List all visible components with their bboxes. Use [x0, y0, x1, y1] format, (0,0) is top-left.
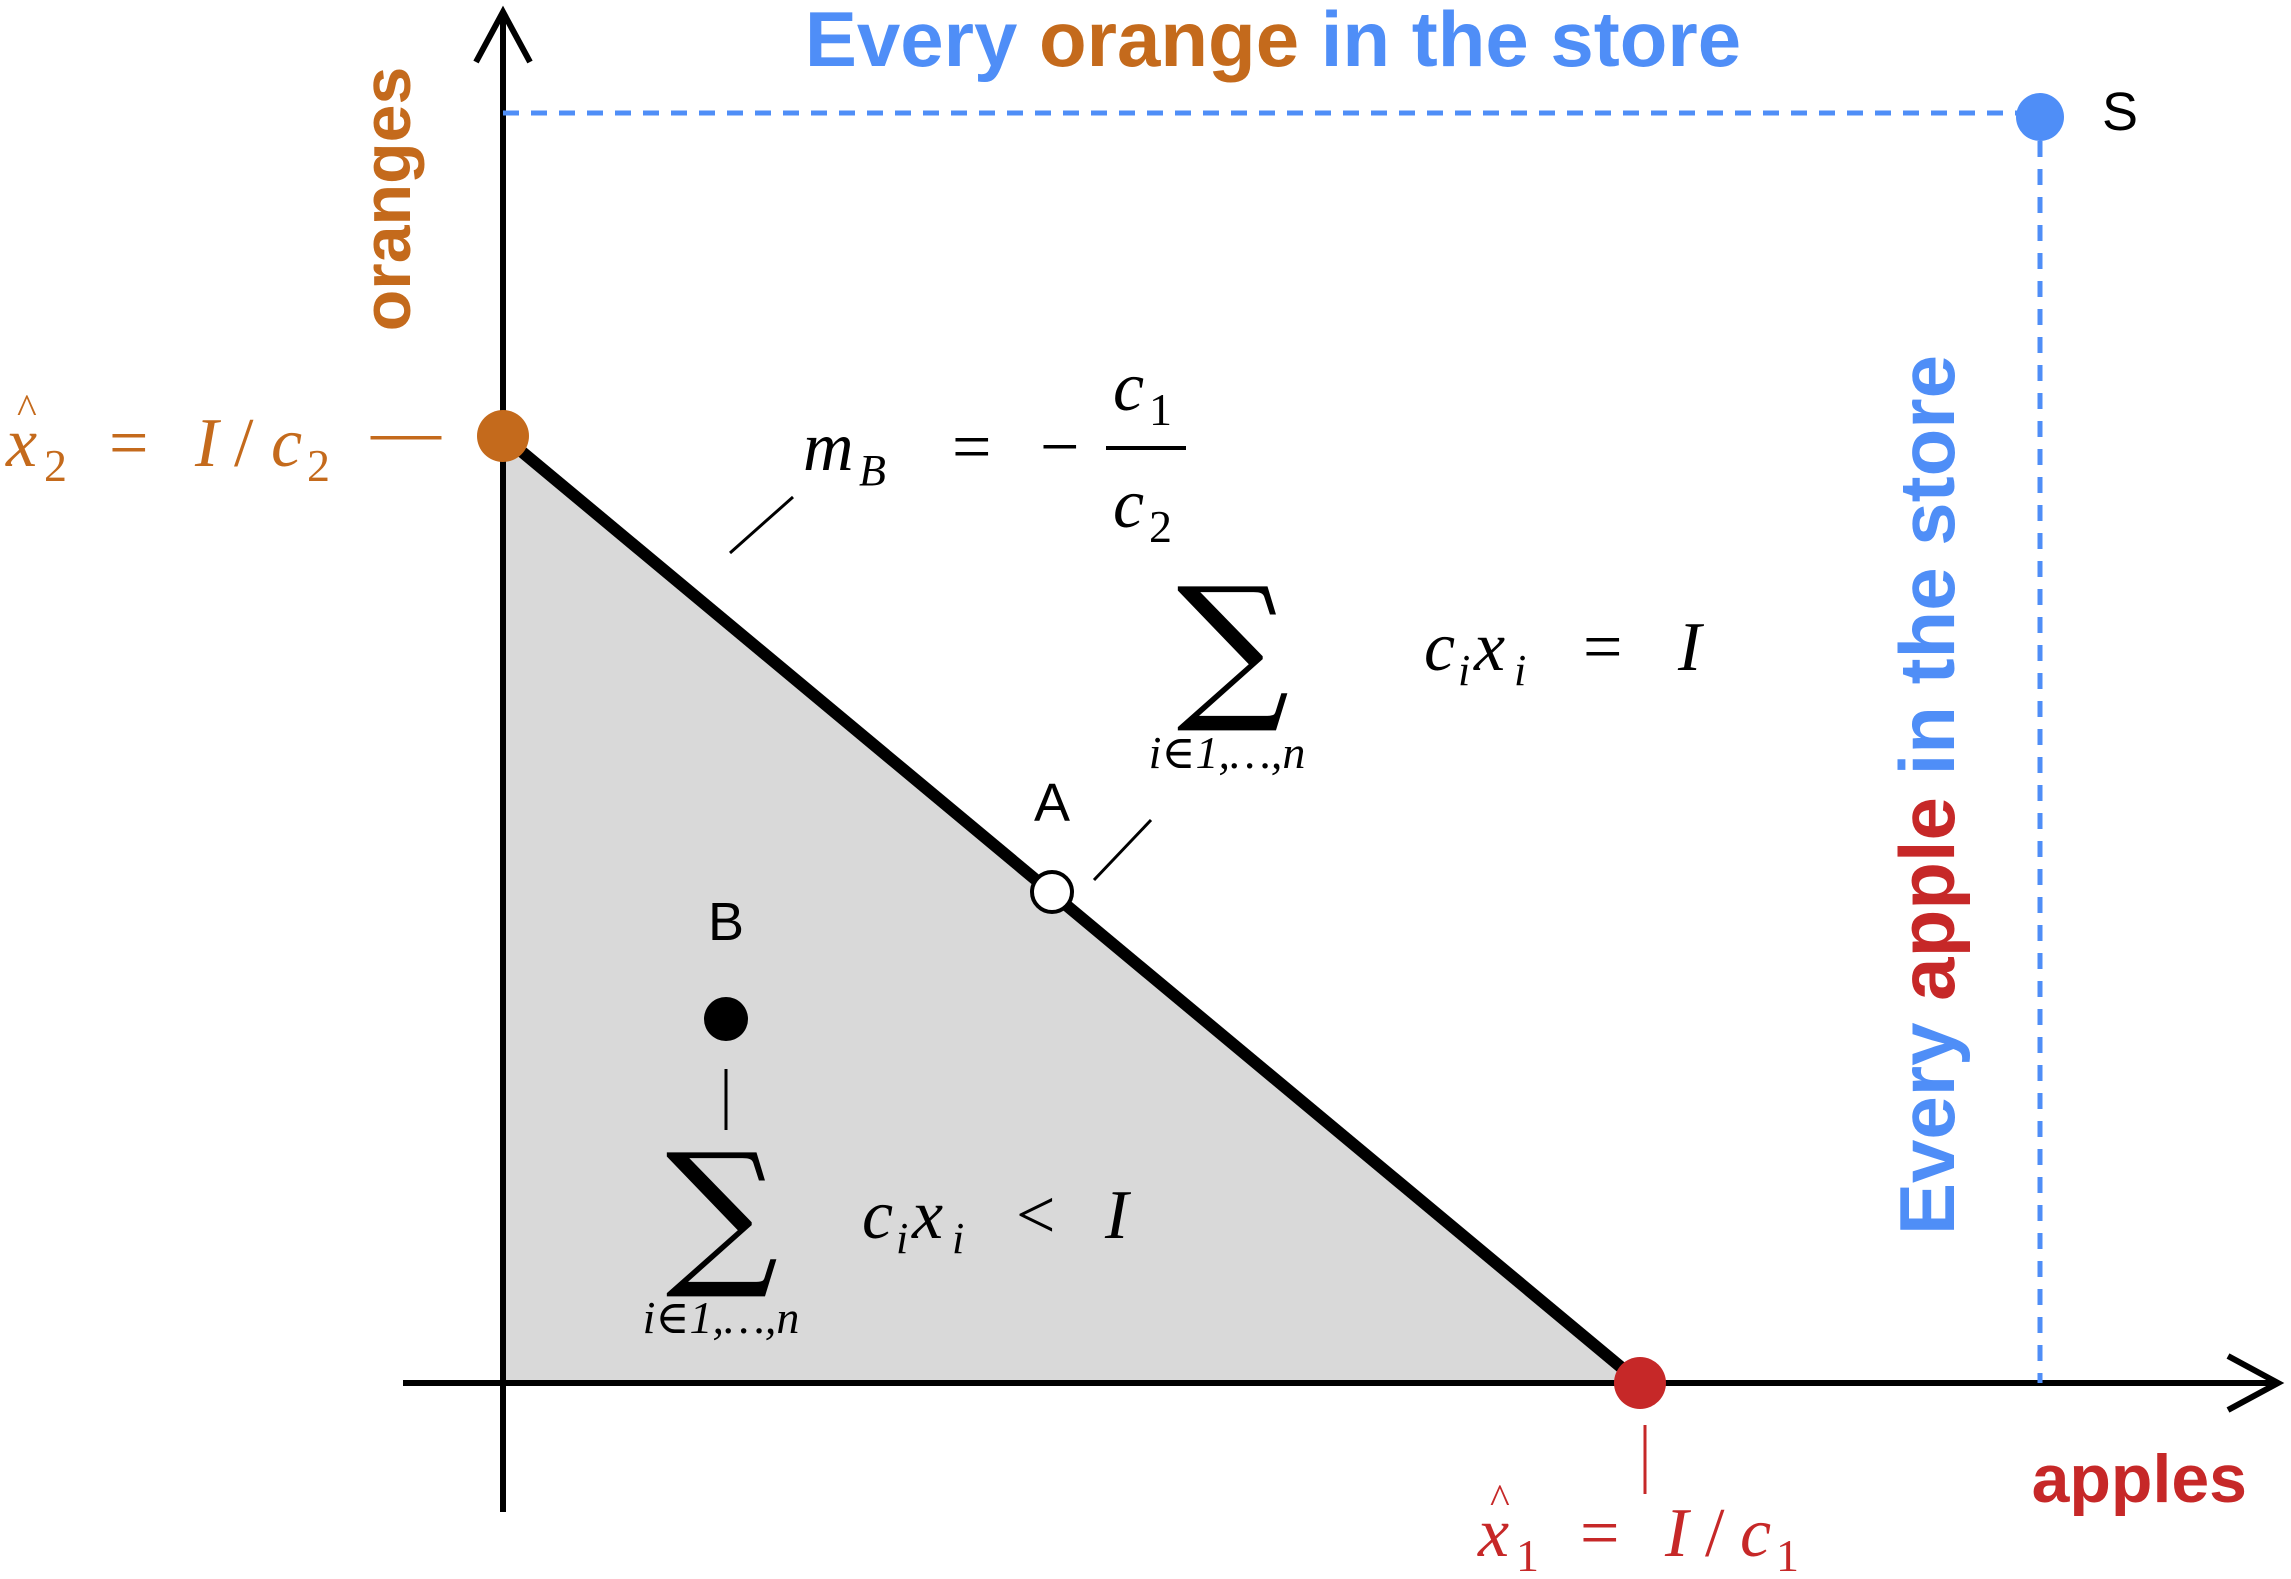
x1-hat-subscript: 1	[1516, 1530, 1539, 1579]
x1-hat-formula: ^ x 1 = I / c 1	[1477, 1477, 1799, 1579]
x2-equals: =	[109, 405, 148, 482]
slope-leader-line	[729, 495, 794, 555]
y-axis-arrowhead	[473, 5, 533, 64]
top-title: Every orange in the store	[805, 0, 1741, 83]
interior-term-c: c	[862, 1177, 893, 1254]
budget-line	[499, 431, 1644, 1388]
x2-hat-variable: x	[5, 405, 37, 482]
slope-denominator-subscript: 2	[1149, 501, 1172, 552]
right-title-suffix: in the store	[1883, 355, 1971, 797]
x1-slash: /	[1705, 1495, 1725, 1572]
interior-term-x-subscript: i	[952, 1214, 964, 1263]
budget-sum-index: i∈1,…,n	[1149, 727, 1306, 778]
budget-line-equation: ∑ i∈1,…,n c i x i = I	[1149, 554, 1705, 778]
x2-price-subscript: 2	[307, 440, 330, 491]
x-axis-arrowhead	[2226, 1353, 2285, 1413]
axes	[403, 5, 2285, 1512]
x2-price: c	[271, 405, 302, 482]
budget-sum-symbol: ∑	[1177, 554, 1290, 738]
point-s-label: S	[2102, 82, 2138, 142]
x2-tick-mark: —	[370, 393, 442, 470]
budget-term-x-subscript: i	[1514, 646, 1526, 695]
right-title-prefix: Every	[1883, 1001, 1971, 1235]
interior-rhs: I	[1104, 1177, 1132, 1254]
slope-equals: =	[952, 409, 991, 486]
slope-minus: −	[1040, 409, 1079, 486]
x2-intercept-point	[477, 410, 529, 462]
x2-hat-subscript: 2	[44, 440, 67, 491]
interior-relation: <	[1016, 1177, 1055, 1254]
y-axis-label: oranges	[349, 67, 425, 332]
slope-formula: m B = − c 1 c 2	[803, 349, 1186, 552]
x2-hat-accent: ^	[17, 387, 37, 433]
slope-denominator: c	[1113, 466, 1144, 543]
budget-term-c-subscript: i	[1458, 646, 1470, 695]
x2-income: I	[194, 405, 222, 482]
right-title-apple: apple	[1883, 797, 1971, 1001]
x1-income: I	[1664, 1495, 1692, 1572]
point-a-label: A	[1034, 773, 1070, 833]
x1-price-subscript: 1	[1776, 1530, 1799, 1579]
x2-hat-formula: ^ x 2 = I / c 2 —	[5, 387, 442, 491]
budget-relation: =	[1583, 609, 1622, 686]
slope-numerator: c	[1113, 349, 1144, 426]
x1-hat-variable: x	[1477, 1495, 1509, 1572]
point-b	[704, 997, 748, 1041]
slope-lhs: m	[803, 409, 854, 486]
point-b-label: B	[708, 892, 744, 952]
x1-intercept-point	[1614, 1357, 1666, 1409]
x2-slash: /	[234, 405, 254, 482]
point-a	[1030, 870, 1074, 914]
interior-sum-symbol: ∑	[666, 1120, 779, 1304]
x1-hat-accent: ^	[1490, 1477, 1510, 1523]
point-s	[2016, 93, 2064, 141]
budget-term-x: x	[1473, 609, 1505, 686]
interior-sum-index: i∈1,…,n	[643, 1292, 800, 1343]
x1-equals: =	[1580, 1495, 1619, 1572]
top-title-orange: orange	[1039, 0, 1299, 83]
budget-rhs: I	[1677, 609, 1705, 686]
slope-numerator-subscript: 1	[1149, 384, 1172, 435]
top-title-prefix: Every	[805, 0, 1039, 83]
interior-equation: ∑ i∈1,…,n c i x i < I	[643, 1120, 1132, 1343]
x1-price: c	[1740, 1495, 1771, 1572]
interior-term-c-subscript: i	[896, 1214, 908, 1263]
interior-term-x: x	[911, 1177, 943, 1254]
slope-lhs-subscript: B	[859, 446, 886, 495]
budget-term-c: c	[1424, 609, 1455, 686]
budget-eq-leader-line	[1092, 818, 1153, 882]
top-title-suffix: in the store	[1299, 0, 1741, 83]
x-axis-label: apples	[2032, 1441, 2247, 1517]
right-title: Every apple in the store	[1883, 355, 1971, 1235]
